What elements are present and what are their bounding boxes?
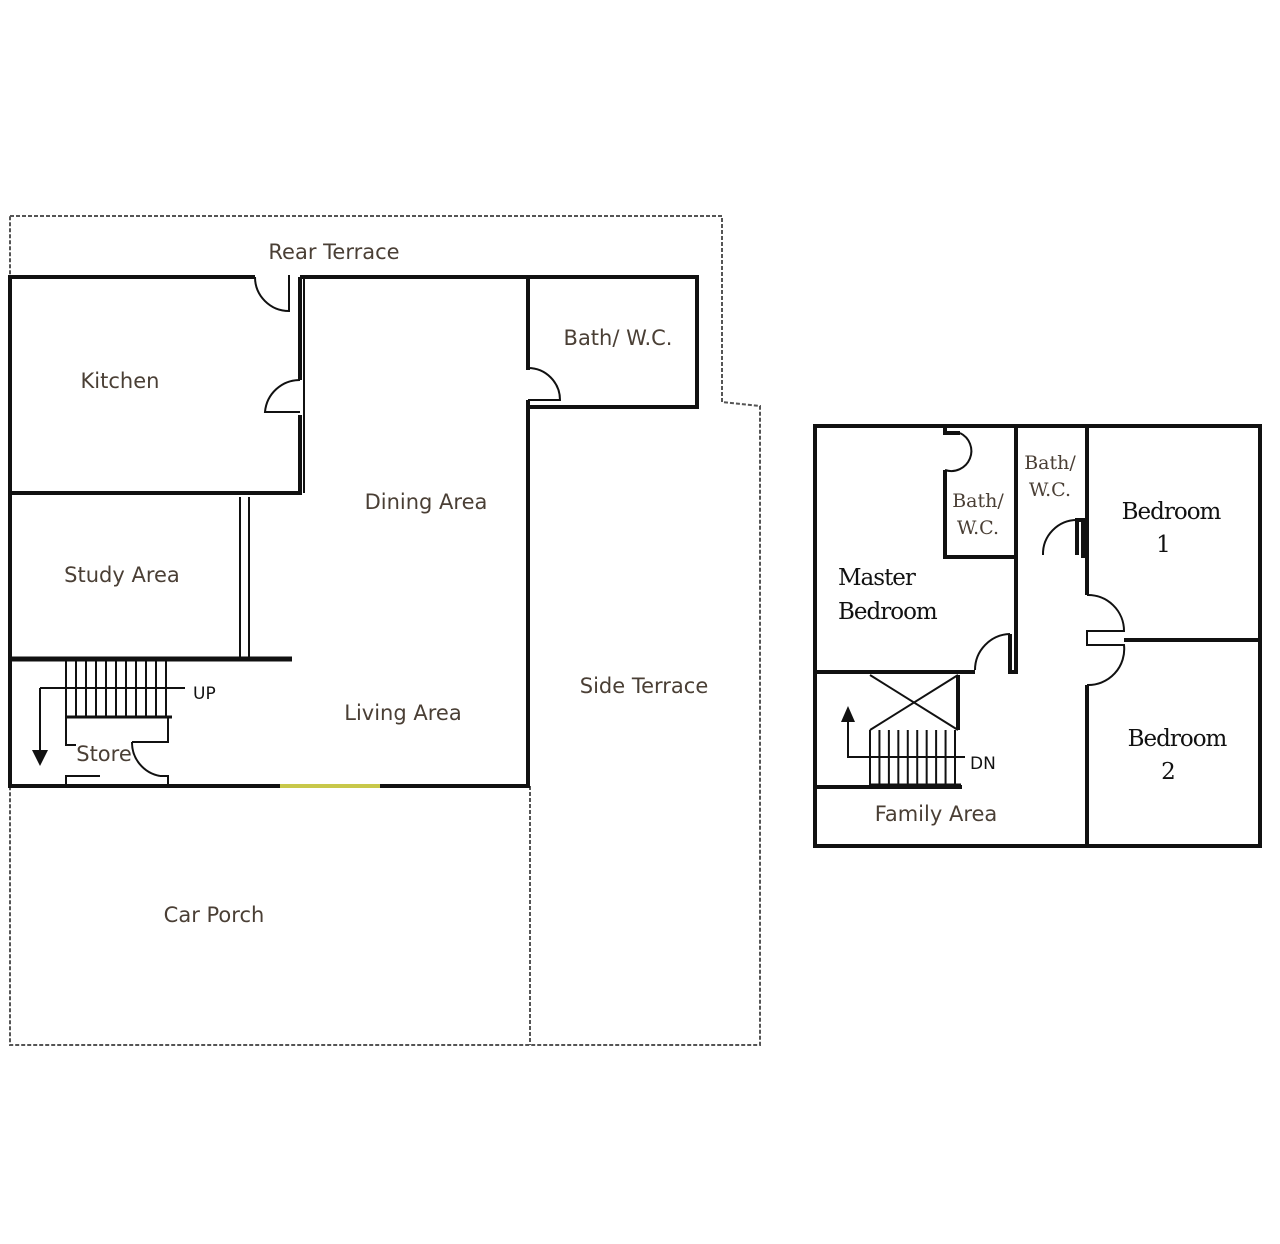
room-label-bath1: Bath/ [952, 490, 1004, 512]
room-label-family: Family Area [875, 802, 998, 826]
upper-outer-wall [813, 424, 1262, 848]
kitchen-door [263, 378, 301, 413]
ground-floor-plan: Rear Terrace Kitchen Bath/ W.C. Dining A… [8, 215, 761, 1046]
arrow-down-icon [32, 750, 48, 766]
bath1-wall [943, 426, 1016, 559]
terrace-dashed-outline [9, 215, 761, 1046]
room-label-dining: Dining Area [365, 490, 488, 514]
upper-floor-plan: Bath/ W.C. Bath/ W.C. Master Bedroom Bed… [813, 424, 1262, 848]
room-label-car-porch: Car Porch [164, 903, 265, 927]
stair-label-dn: DN [970, 754, 996, 774]
stair-label-up: UP [193, 684, 216, 704]
arrow-up-icon [841, 706, 855, 722]
room-label-bath1: W.C. [957, 517, 999, 539]
bath1-door [944, 432, 973, 473]
room-label-bedroom1: 1 [1156, 532, 1170, 558]
bath-door [527, 367, 562, 401]
room-label-master: Bedroom [838, 599, 938, 625]
room-label-store: Store [76, 742, 132, 766]
room-label-bath2: W.C. [1029, 479, 1071, 501]
room-label-living: Living Area [344, 701, 461, 725]
bath-wall [528, 275, 699, 409]
stair-arrow [39, 687, 185, 752]
room-label-bath2: Bath/ [1024, 452, 1076, 474]
master-door [974, 633, 1011, 671]
room-label-side-terrace: Side Terrace [580, 674, 709, 698]
room-label-kitchen: Kitchen [81, 369, 160, 393]
ground-outer-wall [8, 275, 530, 788]
stair-arrow [847, 720, 965, 758]
master-divider-wall [1008, 426, 1018, 674]
room-label-master: Master [838, 565, 916, 591]
room-label-bedroom1: Bedroom [1122, 499, 1222, 525]
bedroom-doors [1086, 593, 1126, 687]
bath2-wall [1075, 518, 1087, 558]
bath2-door [1041, 519, 1078, 556]
room-label-rear-terrace: Rear Terrace [268, 240, 399, 264]
room-label-bath: Bath/ W.C. [564, 326, 673, 350]
stairwell-void [869, 674, 959, 731]
store-outline [65, 716, 169, 786]
kitchen-rear-door [254, 276, 290, 313]
room-label-bedroom2: 2 [1161, 759, 1175, 785]
kitchen-wall [10, 277, 302, 495]
room-label-bedroom2: Bedroom [1128, 726, 1228, 752]
store-door [130, 741, 161, 777]
room-label-study: Study Area [64, 563, 180, 587]
